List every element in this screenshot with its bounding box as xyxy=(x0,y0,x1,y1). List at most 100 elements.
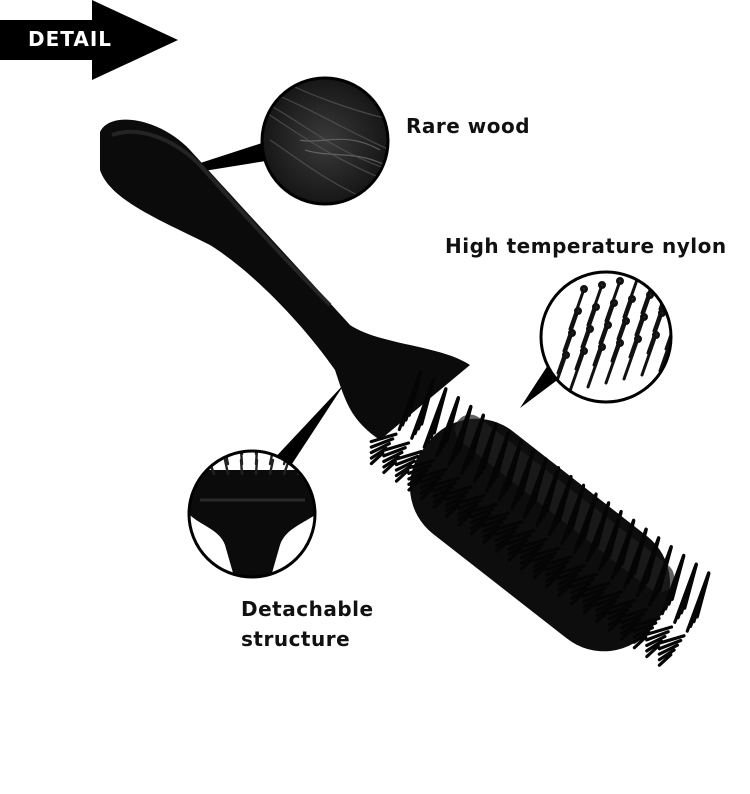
bristle xyxy=(594,590,624,602)
bristle xyxy=(519,547,542,560)
bristle xyxy=(519,537,548,549)
bristle xyxy=(435,396,460,458)
nylon-pin xyxy=(664,307,671,351)
bristle xyxy=(482,511,511,523)
bristle xyxy=(507,538,529,551)
bristle xyxy=(532,551,558,563)
nylon-pin-tip xyxy=(598,281,606,289)
bristle xyxy=(557,582,573,597)
bristle xyxy=(557,573,579,586)
bristle xyxy=(482,530,498,545)
bristle xyxy=(607,617,623,632)
nylon-pin xyxy=(640,333,658,377)
nylon-pin-tip xyxy=(652,272,660,277)
bristle xyxy=(382,446,407,458)
brush-handle xyxy=(100,119,470,441)
bristle xyxy=(685,571,711,633)
bristle xyxy=(570,591,585,606)
bristle xyxy=(632,616,661,628)
bristle xyxy=(595,609,610,624)
nylon-pin xyxy=(604,341,622,385)
bristle xyxy=(382,441,411,452)
bristle xyxy=(457,498,482,511)
bristle xyxy=(582,600,598,615)
bristle xyxy=(648,544,673,607)
base-pin xyxy=(223,458,230,476)
base-detail-circle xyxy=(187,449,317,579)
bristle xyxy=(557,568,583,581)
bristle xyxy=(620,607,649,619)
bristle xyxy=(645,644,660,659)
bristle xyxy=(407,477,422,492)
bristle xyxy=(432,495,447,509)
bristle xyxy=(457,503,479,516)
nylon-pin xyxy=(568,349,586,393)
wood-detail-circle xyxy=(260,76,390,206)
base-pin xyxy=(207,451,216,466)
nylon-pin xyxy=(670,285,671,329)
banner-label: DETAIL xyxy=(28,27,113,51)
nylon-pin xyxy=(556,331,574,375)
bristle xyxy=(419,472,445,484)
bristle xyxy=(557,564,586,575)
bristle xyxy=(507,547,523,562)
bristle xyxy=(544,559,570,572)
bristle xyxy=(369,432,398,444)
nylon-detail-circle xyxy=(539,270,673,404)
bristle xyxy=(532,555,554,569)
bristle xyxy=(407,463,432,475)
bristle xyxy=(657,638,683,651)
bristle xyxy=(570,582,592,595)
detail-banner xyxy=(0,0,178,80)
nylon-pin-tip xyxy=(670,272,671,273)
bristle xyxy=(444,485,473,496)
bristle xyxy=(482,520,504,534)
bristle xyxy=(585,501,611,563)
bristle xyxy=(595,595,620,607)
bristle xyxy=(560,483,586,546)
pointer-nylon xyxy=(520,365,560,408)
bristle xyxy=(444,494,467,507)
bristle xyxy=(544,555,573,566)
bristle xyxy=(472,422,498,484)
bristle xyxy=(457,494,486,505)
nylon-pin xyxy=(658,329,671,373)
nylon-pin xyxy=(616,297,634,341)
bristle xyxy=(645,634,667,648)
bristle xyxy=(422,387,448,449)
bristle xyxy=(397,369,423,432)
bristle xyxy=(632,626,655,639)
bristle xyxy=(470,521,485,536)
bristle xyxy=(607,599,636,610)
bristle xyxy=(572,492,598,554)
bristle xyxy=(394,459,416,472)
bristle xyxy=(673,562,698,624)
bristle xyxy=(507,533,533,546)
bristle xyxy=(657,634,686,645)
bristle xyxy=(610,518,636,581)
bristle xyxy=(657,648,676,662)
bristle xyxy=(582,590,604,604)
bristle xyxy=(469,507,495,519)
bristle xyxy=(407,468,429,481)
base-pin xyxy=(268,458,275,476)
nylon-pin xyxy=(634,293,652,337)
nylon-pin xyxy=(568,287,586,331)
bristle xyxy=(620,617,642,630)
bristle xyxy=(419,486,435,501)
nylon-pin xyxy=(646,311,664,355)
bristle xyxy=(632,621,658,633)
bristle xyxy=(607,608,629,621)
base-pin xyxy=(223,451,230,456)
nylon-pin-tip xyxy=(616,277,624,285)
bristle xyxy=(419,467,448,479)
bristle xyxy=(447,404,473,467)
bristle xyxy=(645,630,670,642)
nylon-pin xyxy=(592,323,610,367)
bristle xyxy=(432,485,454,498)
detachable-label-line-2: structure xyxy=(241,627,351,651)
bristle xyxy=(632,635,648,650)
nylon-pin xyxy=(610,319,628,363)
bristle xyxy=(657,643,680,656)
